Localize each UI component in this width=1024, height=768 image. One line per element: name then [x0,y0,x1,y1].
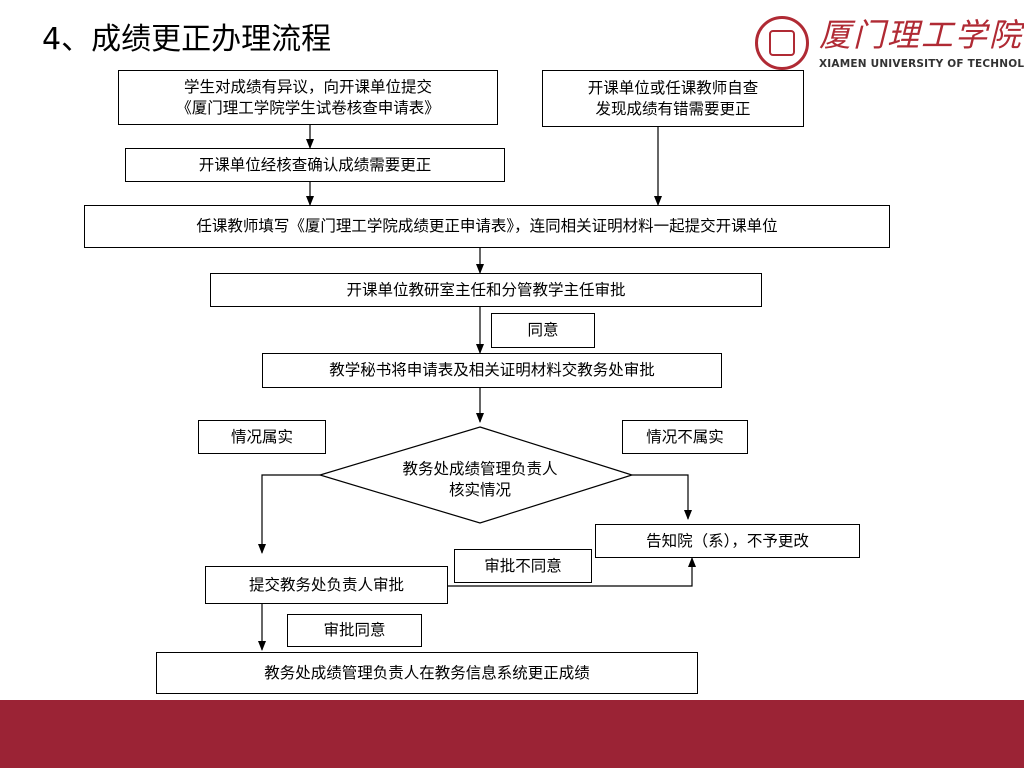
logo-chinese-name: 厦门理工学院 [819,16,1024,54]
university-logo: 厦门理工学院 XIAMEN UNIVERSITY OF TECHNOLOGY [755,14,1024,76]
false-case-label: 情况不属实 [622,420,748,454]
secretary-submit-box: 教学秘书将申请表及相关证明材料交教务处审批 [262,353,722,388]
teacher-fill-box: 任课教师填写《厦门理工学院成绩更正申请表》，连同相关证明材料一起提交开课单位 [84,205,890,248]
logo-english-name: XIAMEN UNIVERSITY OF TECHNOLOGY [819,58,1024,70]
submit-head-box: 提交教务处负责人审批 [205,566,448,604]
director-approve-box: 开课单位教研室主任和分管教学主任审批 [210,273,762,307]
arrow-reject-to-notify [448,557,696,587]
teacher-found-line1: 开课单位或任课教师自查 [587,78,759,97]
seal-emblem-icon [769,30,795,56]
student-submit-line1: 学生对成绩有异议，向开课单位提交 [183,77,432,96]
decision-text: 教务处成绩管理负责人核实情况 [402,460,558,499]
seal-icon [755,16,809,70]
teacher-found-line2: 发现成绩有错需要更正 [595,99,751,118]
footer-band [0,700,1024,768]
notify-box: 告知院（系），不予更改 [595,524,860,558]
student-submit-line2: 《厦门理工学院学生试卷核查申请表》 [176,98,440,117]
final-update-box: 教务处成绩管理负责人在教务信息系统更正成绩 [156,652,698,694]
arrow-decision-to-notify [632,474,692,520]
page-title: 4、成绩更正办理流程 [42,22,332,57]
true-case-label: 情况属实 [198,420,326,454]
approve-label: 审批同意 [287,614,422,647]
unit-confirm-box: 开课单位经核查确认成绩需要更正 [125,148,505,182]
student-submit-box: 学生对成绩有异议，向开课单位提交 《厦门理工学院学生试卷核查申请表》 [118,70,498,125]
arrow-decision-to-submit-head [258,474,320,554]
agree-label: 同意 [491,313,595,348]
teacher-found-box: 开课单位或任课教师自查 发现成绩有错需要更正 [542,70,804,127]
reject-label: 审批不同意 [454,549,592,583]
decision-diamond [317,426,634,524]
